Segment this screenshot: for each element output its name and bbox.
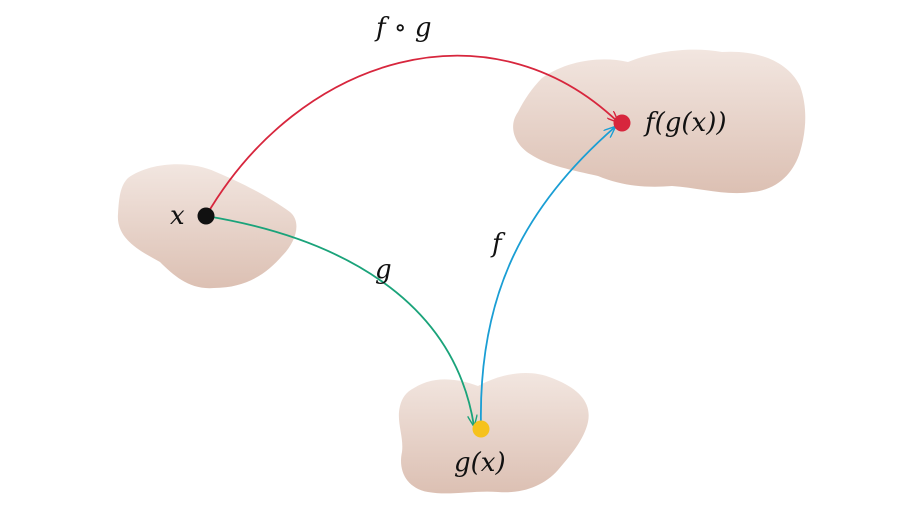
x-point-label: x <box>170 201 185 231</box>
composition-label: f ∘ g <box>374 13 432 43</box>
fgx-point-label: f(g(x)) <box>643 108 727 138</box>
fgx-point <box>613 114 631 132</box>
domain-blob <box>117 164 297 289</box>
intermediate-blob <box>398 372 589 494</box>
composition-arrow <box>205 54 618 217</box>
g-arrow <box>205 215 474 426</box>
f-arrow-label: f <box>490 229 506 259</box>
codomain-blob <box>513 49 806 194</box>
x-point <box>197 207 215 225</box>
gx-point <box>472 420 490 438</box>
f-arrow <box>480 127 615 429</box>
g-arrow-label: g <box>375 255 392 285</box>
gx-point-label: g(x) <box>454 448 506 478</box>
